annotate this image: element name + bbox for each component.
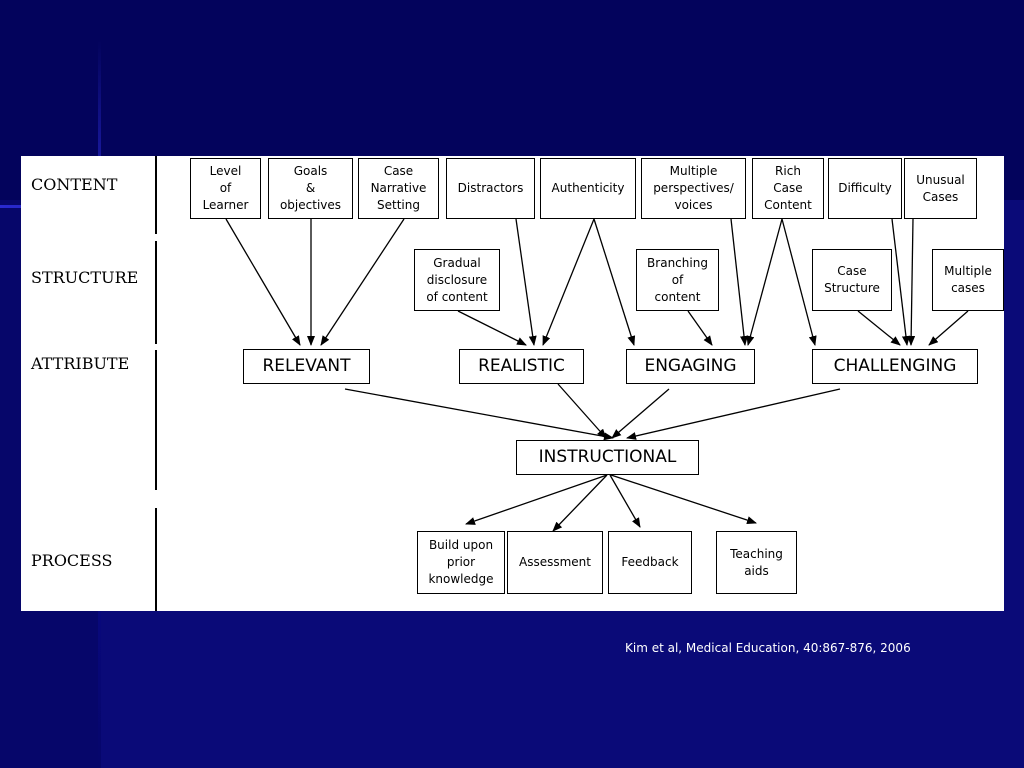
process-box-feedback: Feedback — [608, 531, 692, 594]
row-label-attribute: ATTRIBUTE — [31, 354, 130, 373]
content-box-multiple-perspectives: Multiple perspectives/ voices — [641, 158, 746, 219]
attribute-box-relevant: RELEVANT — [243, 349, 370, 384]
row-divider-content — [155, 156, 157, 234]
content-box-level-of-learner: Level of Learner — [190, 158, 261, 219]
structure-box-gradual-disclosure: Gradual disclosure of content — [414, 249, 500, 311]
structure-box-multiple-cases: Multiple cases — [932, 249, 1004, 311]
structure-box-case-structure: Case Structure — [812, 249, 892, 311]
process-box-assessment: Assessment — [507, 531, 603, 594]
content-box-authenticity: Authenticity — [540, 158, 636, 219]
instructional-box: INSTRUCTIONAL — [516, 440, 699, 475]
content-box-rich-case-content: Rich Case Content — [752, 158, 824, 219]
row-divider-attribute — [155, 350, 157, 490]
attribute-box-engaging: ENGAGING — [626, 349, 755, 384]
process-box-teaching-aids: Teaching aids — [716, 531, 797, 594]
attribute-box-challenging: CHALLENGING — [812, 349, 978, 384]
row-divider-structure — [155, 241, 157, 344]
row-divider-process — [155, 508, 157, 611]
attribute-box-realistic: REALISTIC — [459, 349, 584, 384]
content-box-goals-objectives: Goals & objectives — [268, 158, 353, 219]
row-label-process: PROCESS — [31, 551, 113, 570]
row-label-content: CONTENT — [31, 175, 118, 194]
structure-box-branching-of-content: Branching of content — [636, 249, 719, 311]
row-label-structure: STRUCTURE — [31, 268, 139, 287]
content-box-case-narrative-setting: Case Narrative Setting — [358, 158, 439, 219]
content-box-difficulty: Difficulty — [828, 158, 902, 219]
citation-text: Kim et al, Medical Education, 40:867-876… — [625, 641, 911, 655]
content-box-distractors: Distractors — [446, 158, 535, 219]
process-box-build-upon-prior-knowledge: Build upon prior knowledge — [417, 531, 505, 594]
content-box-unusual-cases: Unusual Cases — [904, 158, 977, 219]
